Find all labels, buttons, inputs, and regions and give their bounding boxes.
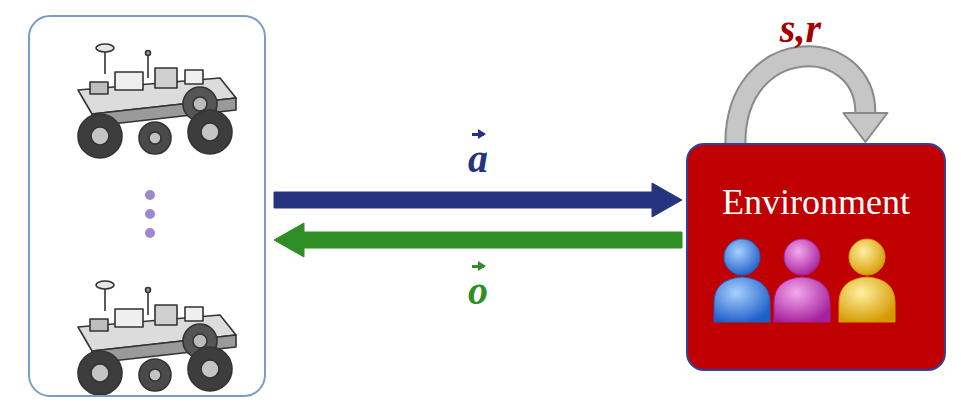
rover-illustration xyxy=(30,17,264,395)
flow-arrow xyxy=(274,183,682,217)
node-label: Environment xyxy=(722,145,910,223)
rover-icon xyxy=(78,281,236,395)
flow-arrow xyxy=(735,56,887,143)
people-illustration xyxy=(688,145,944,369)
person-icon xyxy=(839,239,895,322)
person-icon xyxy=(774,239,830,322)
person-icon xyxy=(714,239,770,322)
environment-box: Environment xyxy=(686,143,946,371)
edge-label: o xyxy=(468,261,488,311)
flow-arrow xyxy=(274,223,682,257)
edge-label: a xyxy=(468,129,488,179)
ellipsis-dot xyxy=(145,190,155,200)
rover-icon xyxy=(78,44,236,158)
agent-group-box xyxy=(28,15,266,397)
ellipsis-dot xyxy=(145,209,155,219)
edge-label: s,r xyxy=(780,9,821,49)
ellipsis-dot xyxy=(145,228,155,238)
